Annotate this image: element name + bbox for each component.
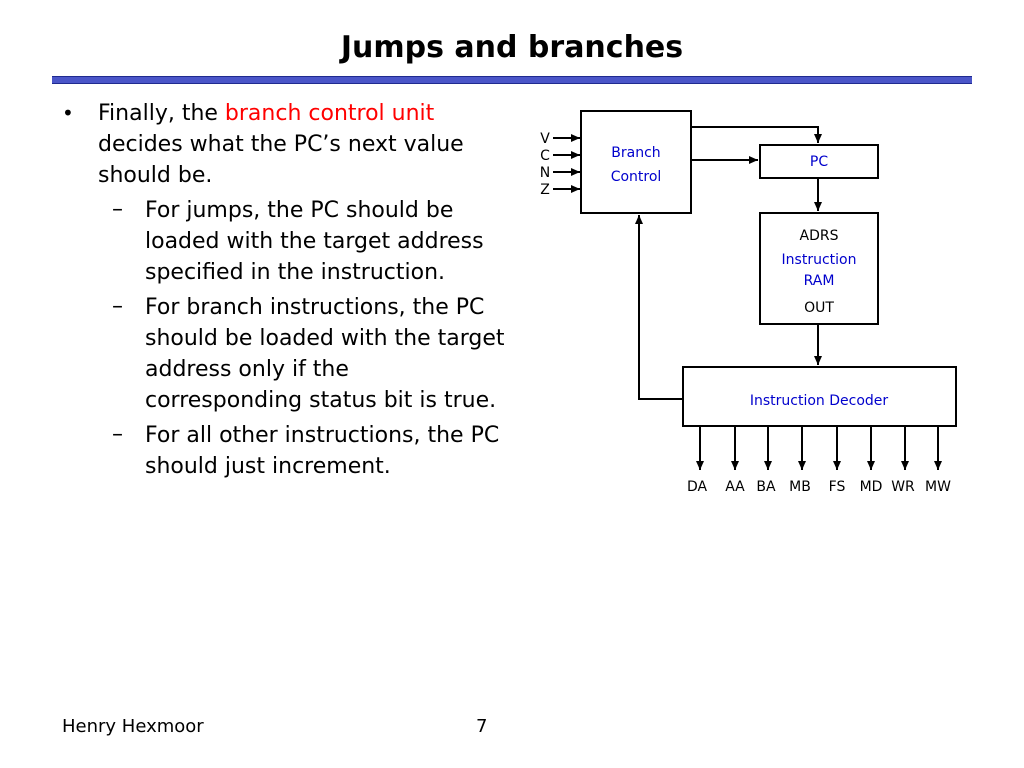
dash-icon: –: [112, 197, 123, 222]
ram-out-label: OUT: [804, 300, 834, 316]
decoder-output-arrows: [696, 426, 942, 470]
pc-label: PC: [810, 154, 828, 170]
branch-control-box: [580, 110, 692, 214]
output-label: AA: [725, 479, 745, 495]
dash-icon: –: [112, 422, 123, 447]
decoder-label: Instruction Decoder: [750, 393, 889, 409]
bullet-list: • Finally, the branch control unit decid…: [62, 98, 512, 486]
sub-bullet-text: For all other instructions, the PC shoul…: [145, 423, 500, 479]
slide-title: Jumps and branches: [340, 30, 684, 65]
branch-control-label: Branch: [611, 145, 660, 161]
output-label: DA: [687, 479, 708, 495]
footer-page-number: 7: [476, 716, 488, 737]
bullet-main-suffix: decides what the PC’s next value should …: [98, 132, 464, 188]
sub-bullet-branches: – For branch instructions, the PC should…: [62, 292, 512, 416]
instruction-decoder-box: [682, 366, 957, 427]
sub-bullet-text: For jumps, the PC should be loaded with …: [145, 198, 484, 285]
sub-bullet-others: – For all other instructions, the PC sho…: [62, 420, 512, 482]
bullet-main-highlight: branch control unit: [224, 101, 435, 126]
output-label: MW: [925, 479, 951, 495]
status-input-label: Z: [540, 182, 550, 198]
decoder-to-branch-wire: [635, 215, 683, 400]
footer-author: Henry Hexmoor: [62, 716, 204, 737]
output-label: WR: [891, 479, 915, 495]
dash-icon: –: [112, 294, 123, 319]
bullet-main-prefix: Finally, the: [98, 101, 225, 126]
title-rule: [52, 76, 972, 84]
pc-feedback-wire: [691, 126, 822, 143]
status-input-label: N: [540, 165, 550, 181]
branch-control-label: Control: [611, 169, 662, 185]
status-input-label: C: [540, 148, 550, 164]
sub-bullet-jumps: – For jumps, the PC should be loaded wit…: [62, 195, 512, 288]
instruction-ram-box: [759, 212, 879, 325]
output-label: MD: [860, 479, 883, 495]
bullet-main: • Finally, the branch control unit decid…: [62, 98, 512, 191]
ram-adrs-label: ADRS: [800, 228, 839, 244]
output-label: BA: [756, 479, 776, 495]
status-input-label: V: [540, 131, 550, 147]
ram-name-label: RAM: [804, 273, 835, 289]
output-label: MB: [789, 479, 811, 495]
output-label: FS: [829, 479, 846, 495]
sub-bullet-text: For branch instructions, the PC should b…: [145, 295, 505, 413]
ram-name-label: Instruction: [782, 252, 857, 268]
bullet-dot-icon: •: [62, 101, 74, 125]
